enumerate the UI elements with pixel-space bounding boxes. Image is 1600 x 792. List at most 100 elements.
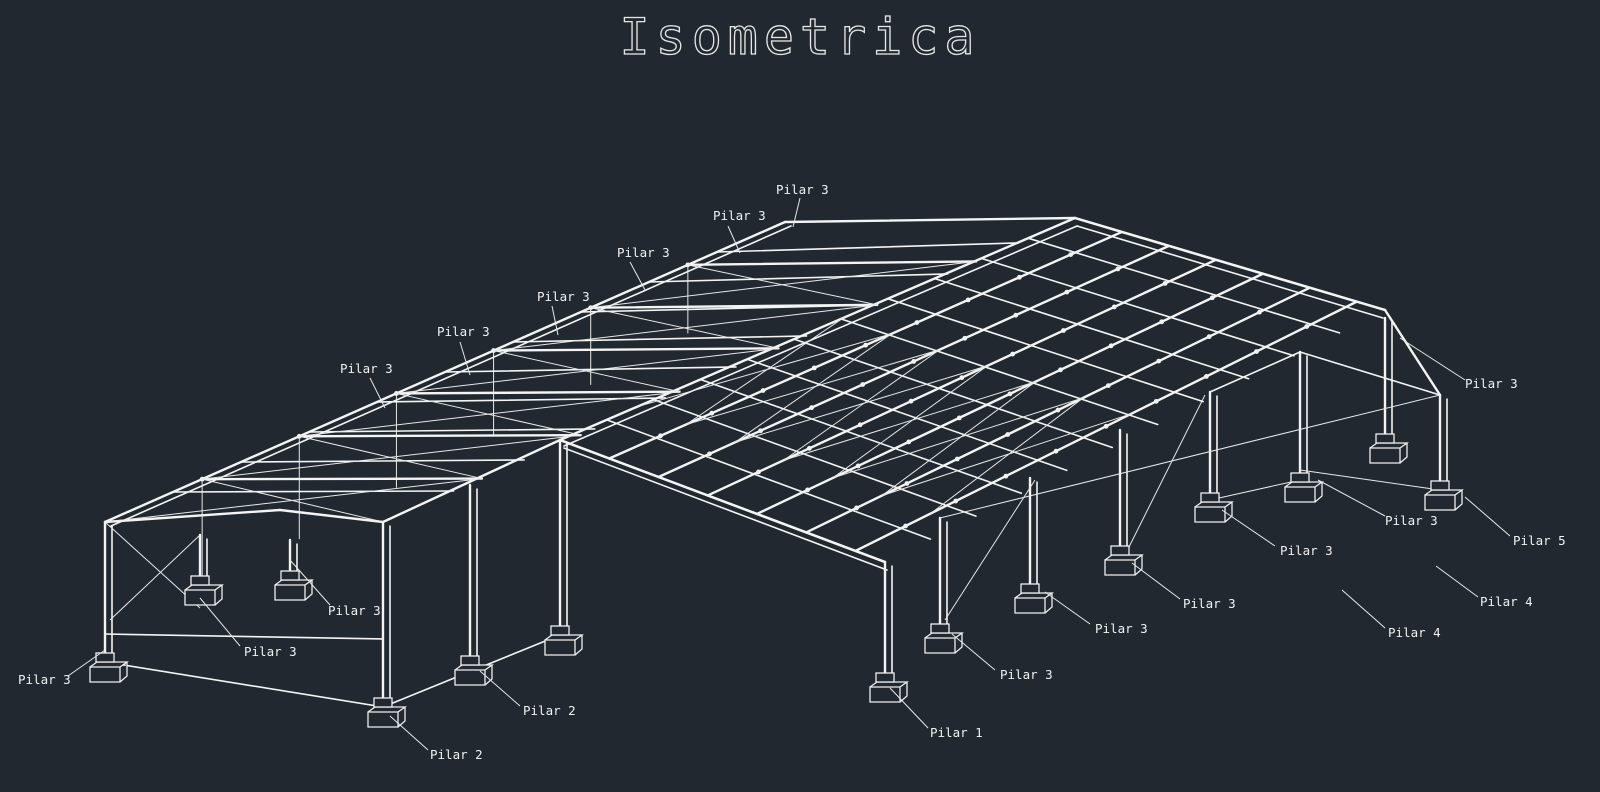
leader-line [1399, 337, 1466, 381]
roof-bracing [783, 349, 940, 461]
bolt-joint [588, 305, 594, 311]
side-girt [939, 394, 1441, 519]
bolt-joint [756, 469, 761, 475]
bolt-joint [1254, 349, 1259, 354]
bolt-joint [1005, 432, 1011, 437]
bolt-joint [956, 415, 962, 421]
label-pilar-3-i: Pilar 3 [776, 182, 829, 197]
right-eave-beam [381, 438, 562, 524]
leader-line [1435, 565, 1479, 598]
roof-bracing [687, 264, 878, 306]
footing-block [544, 634, 585, 656]
footing-block [274, 579, 315, 601]
right-wing-front-eave-lower [563, 447, 888, 571]
base-plate [460, 655, 480, 666]
bolt-joint [904, 481, 910, 486]
bolt-joint [1058, 367, 1063, 373]
leader-line [67, 649, 106, 677]
bolt-joint [903, 523, 908, 529]
bolt-joint [1013, 312, 1019, 318]
leader-line [1221, 509, 1276, 547]
footing-block [1424, 489, 1465, 511]
bolt-joint [1068, 252, 1074, 257]
bolt-joint [1162, 280, 1168, 286]
label-pilar-4-a: Pilar 4 [1388, 625, 1441, 640]
ground-beam [104, 661, 384, 708]
bolt-joint [1064, 289, 1070, 295]
valley-beam [558, 216, 1077, 442]
bolt-joint [953, 498, 959, 504]
footing-block [924, 632, 965, 654]
bolt-joint [1115, 266, 1121, 272]
roof-purlin [512, 335, 808, 343]
leader-line [1131, 562, 1181, 600]
roof-bracing [299, 435, 482, 480]
roof-bracing [881, 381, 1036, 497]
footing-block [454, 664, 495, 686]
bolt-joint [1111, 304, 1117, 310]
frame-members [103, 264, 1448, 709]
footing-block [1104, 554, 1145, 576]
roof-bracing [734, 365, 988, 443]
bolt-joint [1257, 309, 1262, 315]
right-wing-purlin [933, 277, 1250, 380]
bolt-joint [1003, 473, 1009, 479]
bolt-joint [855, 463, 861, 469]
bolt-joint [658, 433, 663, 439]
right-wing-purlin [886, 297, 1204, 403]
label-pilar-2-b: Pilar 2 [430, 747, 483, 762]
wall-bracing [104, 521, 201, 609]
bolt-joint [1061, 328, 1066, 333]
label-pilar-3-f: Pilar 3 [537, 289, 590, 304]
label-pilar-3-h: Pilar 3 [713, 208, 766, 223]
bolt-joint [1105, 383, 1111, 388]
roof-bracing [590, 307, 779, 349]
roof-purlin [716, 242, 1020, 253]
bolt-joint [1053, 448, 1059, 454]
leader-line [1341, 589, 1386, 629]
leader-line [199, 597, 241, 647]
label-pilar-3-j: Pilar 3 [1465, 376, 1518, 391]
leader-line [1317, 479, 1386, 517]
front-gable-rafter [278, 508, 385, 524]
roof-bracing [637, 333, 892, 408]
base-plate [373, 697, 393, 708]
drawing-title: Isometrica [619, 7, 981, 66]
footing-block [367, 706, 408, 728]
leader-line [727, 225, 741, 254]
base-plate [1110, 545, 1130, 556]
leader-line [1464, 496, 1511, 537]
bolt-joint [908, 398, 914, 404]
end-beam [1299, 351, 1441, 396]
valley-beam-lower [563, 225, 1078, 447]
footing-block [1194, 501, 1235, 523]
bolt-joint [1010, 351, 1016, 357]
bolt-joint [805, 487, 810, 493]
roof-rafter [395, 390, 681, 395]
roof-rafter [200, 477, 484, 481]
roof-bracing [202, 478, 384, 523]
label-pilar-2-a: Pilar 2 [523, 703, 576, 718]
bolt-joint [863, 342, 869, 348]
roof-bracing [396, 392, 581, 436]
bolt-joint [1153, 398, 1159, 404]
label-pilar-3-m: Pilar 3 [1183, 596, 1236, 611]
base-plate [1200, 492, 1220, 503]
footing-block [869, 681, 910, 703]
bolt-joint [1103, 423, 1109, 429]
bolt-joint [1007, 391, 1013, 397]
label-pilar-3-k: Pilar 3 [1385, 513, 1438, 528]
wall-bracing [1124, 394, 1206, 556]
roof-bracing [930, 397, 1084, 514]
bolt-joint [1304, 324, 1310, 329]
front-gable-rafter [103, 508, 282, 524]
bolt-joint [809, 405, 815, 411]
bolt-joint [911, 359, 917, 364]
label-pilar-3-o: Pilar 3 [1000, 667, 1053, 682]
roof-rafter [298, 433, 582, 438]
label-pilar-3-n: Pilar 3 [1095, 621, 1148, 636]
roof-members [103, 216, 1442, 571]
leader-line [551, 305, 559, 336]
